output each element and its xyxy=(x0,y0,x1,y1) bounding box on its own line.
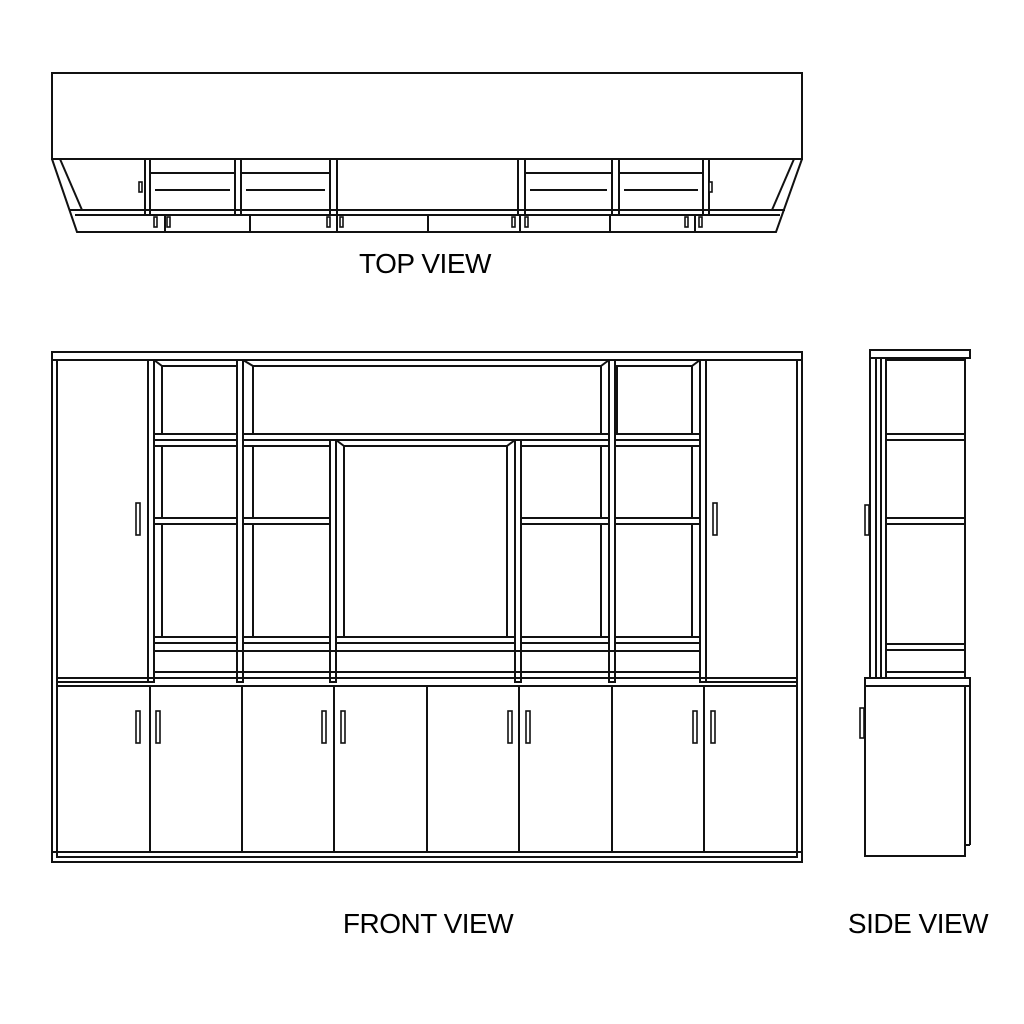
front-view-base-doors xyxy=(56,686,798,852)
handle-icon xyxy=(712,502,718,536)
side-view-base-handle-icon xyxy=(859,707,865,739)
top-view-body-outline xyxy=(51,158,803,233)
side-view-base-cabinet xyxy=(864,685,966,857)
front-view-shelving xyxy=(147,359,707,683)
side-view-handle-icon xyxy=(864,504,870,536)
side-view-label: SIDE VIEW xyxy=(847,908,989,939)
handle-icon xyxy=(525,710,531,744)
handle-icon xyxy=(692,710,698,744)
top-view-drawing xyxy=(51,72,803,233)
handle-icon xyxy=(710,710,716,744)
top-view-label: TOP VIEW xyxy=(359,248,491,279)
handle-icon xyxy=(321,710,327,744)
handle-icon xyxy=(507,710,513,744)
top-view-handle-icon xyxy=(708,181,713,193)
handle-icon xyxy=(135,502,141,536)
front-view-label: FRONT VIEW xyxy=(342,908,514,939)
front-view-right-tall-door xyxy=(705,359,798,683)
handle-icon xyxy=(155,710,161,744)
top-view-top-slab xyxy=(51,72,803,160)
handle-icon xyxy=(340,710,346,744)
side-view-top-board xyxy=(869,349,971,359)
front-view-left-tall-door xyxy=(56,359,149,683)
top-view-handle-icon xyxy=(138,181,143,193)
handle-icon xyxy=(135,710,141,744)
side-view-counter xyxy=(864,677,971,687)
front-view-counter xyxy=(56,677,798,687)
front-view-top-board xyxy=(51,351,803,361)
front-view-drawing xyxy=(51,351,803,863)
side-view-drawing xyxy=(859,349,971,857)
